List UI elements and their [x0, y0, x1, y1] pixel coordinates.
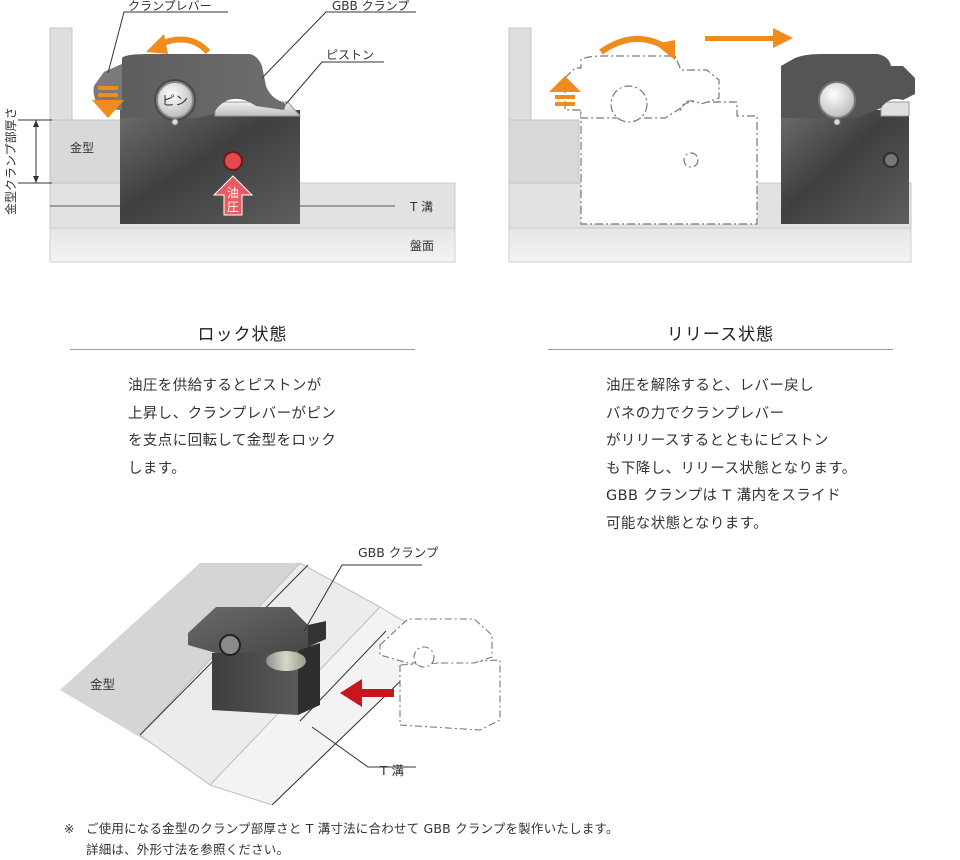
oil-pressure-label-2: 圧 — [227, 200, 239, 214]
release-state-description: 油圧を解除すると、レバー戻し バネの力でクランプレバー がリリースするとともにピ… — [606, 373, 857, 539]
die-base — [49, 119, 123, 184]
iso-die-label: 金型 — [90, 677, 115, 692]
piston-label: ピストン — [326, 48, 374, 62]
lock-desc-line: を支点に回転して金型をロック — [128, 433, 337, 450]
release-state-rule — [548, 349, 893, 350]
lock-state-heading: ロック状態 — [197, 325, 288, 345]
iso-piston — [266, 651, 306, 671]
gbb-clamp-label: GBB クランプ — [332, 0, 409, 13]
down-arrow-icon — [92, 86, 124, 118]
iso-gbb-clamp-label: GBB クランプ — [358, 545, 439, 560]
footnote: ※ ご使用になる金型のクランプ部厚さと T 溝寸法に合わせて GBB クランプを製… — [64, 818, 619, 860]
die-clamp-thickness-label: 金型クランプ部厚さ — [3, 107, 18, 215]
t-slot-label: T 溝 — [409, 200, 433, 214]
lock-state-description: 油圧を供給するとピストンが 上昇し、クランプレバーがピン を支点に回転して金型を… — [128, 373, 336, 483]
footnote-line-2: 詳細は、外形寸法を参照ください。 — [86, 842, 290, 857]
iso-ghost-clamp — [379, 618, 501, 731]
lock-desc-line: 上昇し、クランプレバーがピン — [128, 405, 337, 422]
release-desc-line: GBB クランプは T 溝内をスライド — [606, 488, 841, 505]
release-desc-line: がリリースするとともにピストン — [606, 433, 829, 450]
release-state-heading: リリース状態 — [666, 325, 775, 345]
lock-state-diagram: ピン 油 圧 クランプレバー GBB クランプ ピストン 金型 T 溝 盤面 金… — [3, 0, 456, 263]
clamp-body — [120, 110, 300, 224]
release-desc-line: も下降し、リリース状態となります。 — [606, 460, 857, 477]
release-desc-line: 可能な状態となります。 — [606, 515, 769, 532]
die-block — [49, 27, 73, 121]
isometric-clamp-diagram: GBB クランプ 金型 T 溝 — [60, 545, 501, 805]
footnote-text-1: ご使用になる金型のクランプ部厚さと T 溝寸法に合わせて GBB クランプを製作… — [86, 821, 619, 836]
bed-label: 盤面 — [410, 239, 434, 253]
release-state-diagram — [508, 27, 915, 263]
release-desc-line: 油圧を解除すると、レバー戻し — [606, 378, 815, 394]
pin-label: ピン — [162, 94, 188, 109]
slide-arrow-icon — [705, 28, 793, 48]
lock-desc-line: します。 — [128, 460, 187, 477]
oil-pressure-label-1: 油 — [227, 186, 239, 200]
die-label: 金型 — [70, 140, 94, 155]
bed-plate — [49, 227, 456, 263]
lock-desc-line: 油圧を供給するとピストンが — [128, 378, 322, 394]
footnote-line-1: ※ ご使用になる金型のクランプ部厚さと T 溝寸法に合わせて GBB クランプを製… — [64, 818, 619, 839]
oil-pressure-arrow-icon — [212, 175, 254, 216]
ghost-clamp-outline — [564, 55, 758, 225]
note-mark: ※ — [64, 821, 75, 836]
clamp-lever-label: クランプレバー — [128, 0, 212, 13]
lock-state-rule — [70, 349, 415, 350]
release-desc-line: バネの力でクランプレバー — [606, 405, 785, 422]
pin — [156, 81, 194, 119]
oil-port-icon — [223, 151, 243, 171]
iso-t-slot-label: T 溝 — [379, 763, 405, 778]
push-arrow-icon — [340, 679, 394, 707]
up-arrow-icon — [549, 76, 581, 106]
